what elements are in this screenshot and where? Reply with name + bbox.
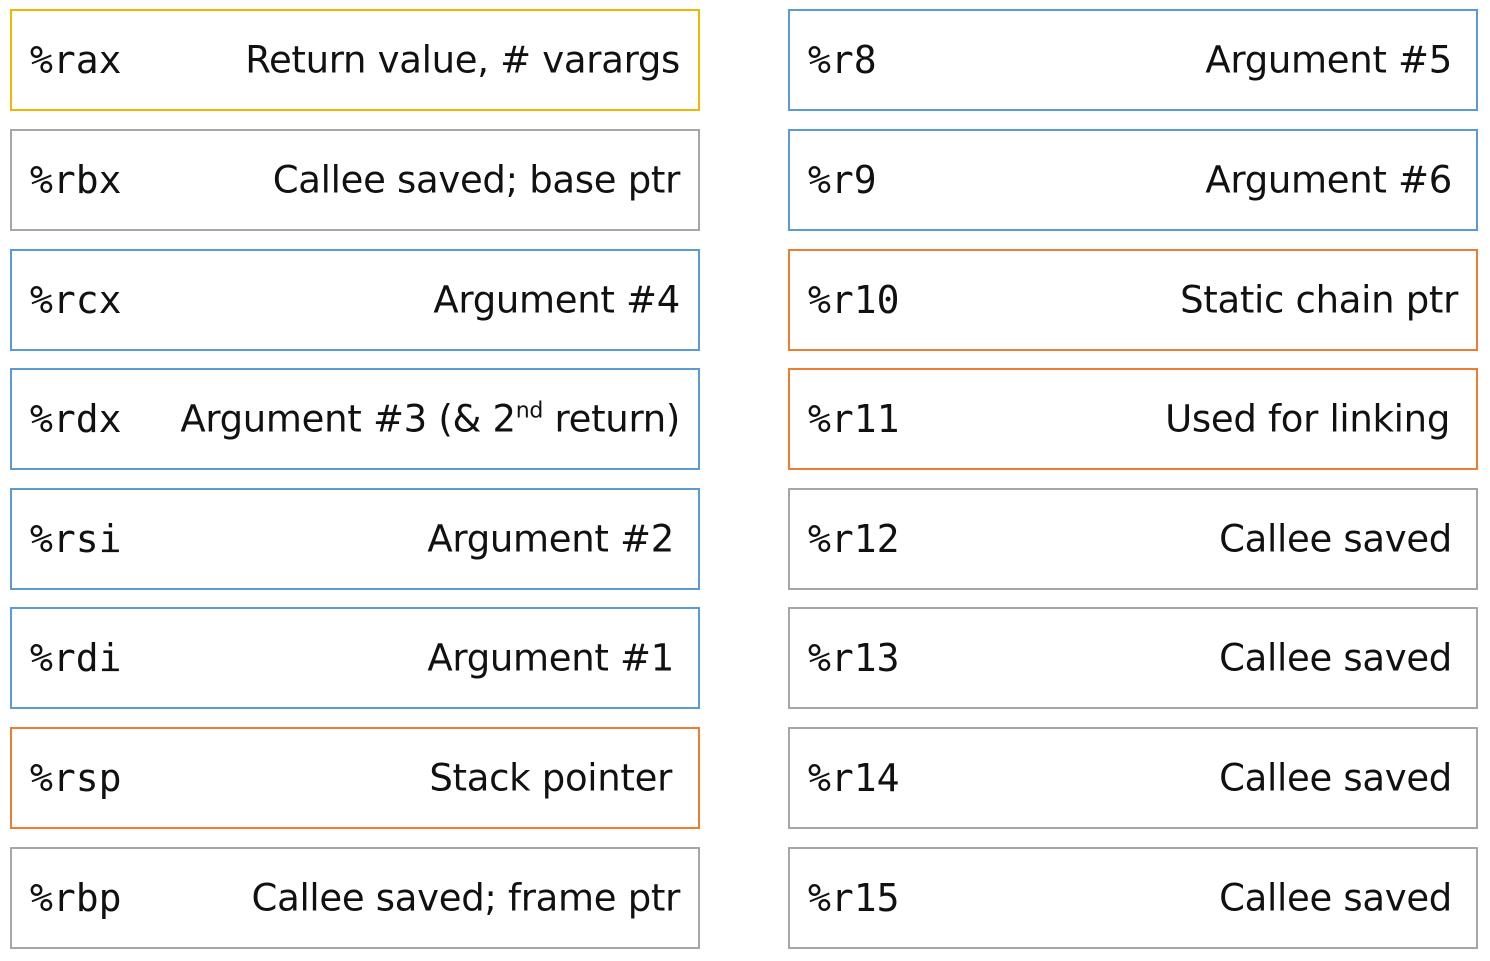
register-box-rbp: %rbp Callee saved; frame ptr xyxy=(10,847,700,949)
register-name: %r10 xyxy=(808,278,900,322)
register-description: Callee saved xyxy=(1219,636,1452,680)
register-box-rbx: %rbx Callee saved; base ptr xyxy=(10,129,700,231)
register-description: Callee saved xyxy=(1219,517,1452,561)
register-description: Argument #1 xyxy=(427,636,674,680)
register-description: Argument #2 xyxy=(427,517,674,561)
register-name: %r9 xyxy=(808,158,877,202)
register-box-r13: %r13 Callee saved xyxy=(788,607,1478,709)
register-box-r10: %r10 Static chain ptr xyxy=(788,249,1478,351)
register-description: Argument #6 xyxy=(1205,158,1452,202)
register-name: %rdx xyxy=(30,397,122,441)
register-name: %rdi xyxy=(30,636,122,680)
description-superscript: nd xyxy=(515,398,544,424)
register-name: %rbp xyxy=(30,876,122,920)
register-description: Argument #3 (& 2nd return) xyxy=(180,398,680,441)
register-box-r14: %r14 Callee saved xyxy=(788,727,1478,829)
register-box-r11: %r11 Used for linking xyxy=(788,368,1478,470)
register-name: %r12 xyxy=(808,517,900,561)
register-description: Callee saved xyxy=(1219,876,1452,920)
register-name: %rax xyxy=(30,38,122,82)
register-description: Return value, # varargs xyxy=(245,38,680,82)
register-name: %rsp xyxy=(30,756,122,800)
register-description: Static chain ptr xyxy=(1180,278,1458,322)
register-description: Callee saved xyxy=(1219,756,1452,800)
register-name: %rbx xyxy=(30,158,122,202)
register-box-rdi: %rdi Argument #1 xyxy=(10,607,700,709)
register-box-rsi: %rsi Argument #2 xyxy=(10,488,700,590)
register-name: %r15 xyxy=(808,876,900,920)
register-name: %r13 xyxy=(808,636,900,680)
description-suffix: return) xyxy=(543,397,681,441)
register-box-rsp: %rsp Stack pointer xyxy=(10,727,700,829)
register-description: Callee saved; frame ptr xyxy=(251,876,681,920)
register-box-rax: %rax Return value, # varargs xyxy=(10,9,700,111)
register-name: %rsi xyxy=(30,517,122,561)
register-name: %r11 xyxy=(808,397,900,441)
register-description: Used for linking xyxy=(1165,397,1450,441)
register-description: Callee saved; base ptr xyxy=(272,158,681,202)
register-box-r8: %r8 Argument #5 xyxy=(788,9,1478,111)
register-name: %r14 xyxy=(808,756,900,800)
register-description: Argument #5 xyxy=(1205,38,1452,82)
register-box-r9: %r9 Argument #6 xyxy=(788,129,1478,231)
register-box-r12: %r12 Callee saved xyxy=(788,488,1478,590)
register-box-r15: %r15 Callee saved xyxy=(788,847,1478,949)
register-description: Argument #4 xyxy=(433,278,680,322)
register-description: Stack pointer xyxy=(429,756,672,800)
register-name: %rcx xyxy=(30,278,122,322)
register-name: %r8 xyxy=(808,38,877,82)
description-prefix: Argument #3 (& 2 xyxy=(180,397,516,441)
register-box-rdx: %rdx Argument #3 (& 2nd return) xyxy=(10,368,700,470)
register-box-rcx: %rcx Argument #4 xyxy=(10,249,700,351)
